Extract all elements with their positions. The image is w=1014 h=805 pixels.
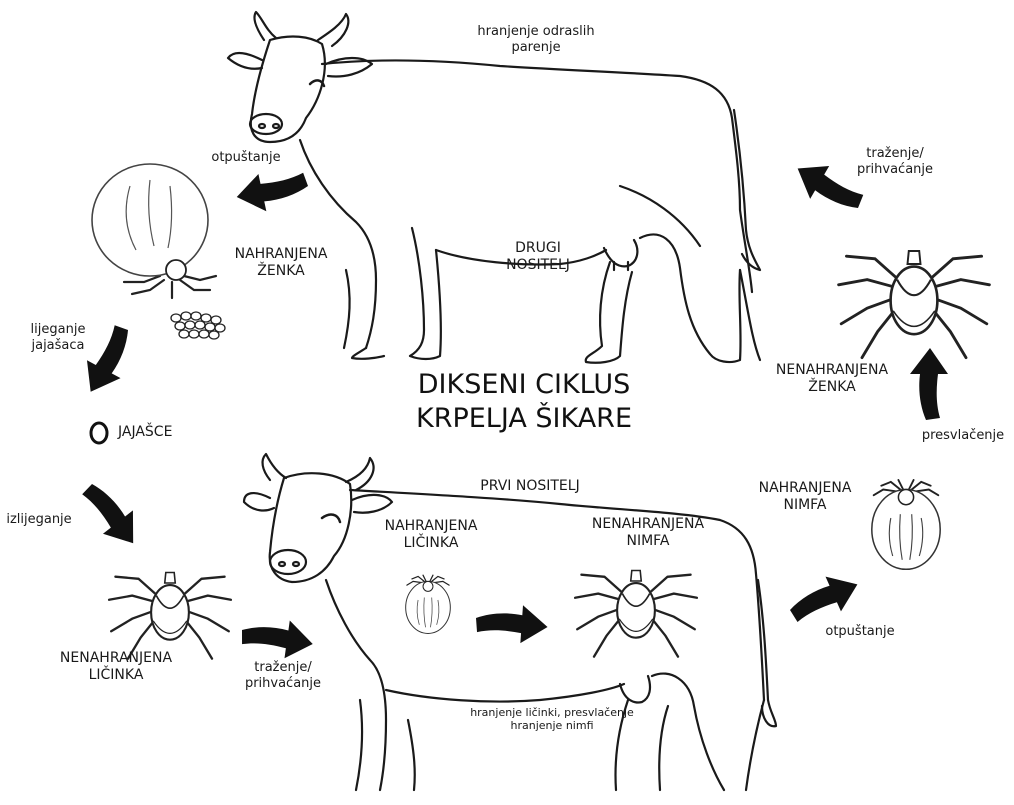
unfed-larva-tick (109, 573, 231, 659)
egg-illustration (91, 423, 107, 443)
unfed-larva-label: NENAHRANJENA LIČINKA (36, 650, 196, 684)
second-host-cow (228, 12, 760, 363)
questing-top-label: traženje/ prihvaćanje (840, 146, 950, 177)
molting-label: presvlačenje (914, 428, 1012, 444)
first-host-label: PRVI NOSITELJ (450, 478, 610, 495)
arrow-larva-to-nymph (474, 602, 548, 645)
drop-off-top-label: otpuštanje (196, 150, 296, 166)
arrow-questing-bottom (239, 614, 316, 662)
fed-nymph-tick (872, 480, 940, 569)
adult-feeding-label: hranjenje odraslih parenje (446, 24, 626, 55)
second-host-label: DRUGI NOSITELJ (468, 240, 608, 274)
drop-off-right-label: otpuštanje (810, 624, 910, 640)
fed-female-label: NAHRANJENA ŽENKA (216, 246, 346, 280)
arrow-hatching (75, 474, 149, 554)
arrow-drop-off-right (783, 566, 864, 630)
unfed-nymph-tick (575, 571, 697, 657)
unfed-nymph-label: NENAHRANJENA NIMFA (568, 516, 728, 550)
egg-cluster (171, 312, 225, 339)
fed-nymph-label: NAHRANJENA NIMFA (740, 480, 870, 514)
fed-female-tick-illustration (92, 164, 216, 298)
egg-laying-label: lijeganje jajašaca (18, 322, 98, 353)
diagram-title: DIKSENI CIKLUS KRPELJA ŠIKARE (384, 368, 664, 436)
unfed-female-label: NENAHRANJENA ŽENKA (752, 362, 912, 396)
arrow-drop-off-top (233, 164, 311, 216)
hatching-label: izlijeganje (4, 512, 74, 528)
fed-larva-label: NAHRANJENA LIČINKA (366, 518, 496, 552)
unfed-female-tick (839, 251, 990, 358)
arrow-molting (910, 348, 948, 420)
egg-label: JAJAŠCE (118, 424, 208, 441)
questing-bottom-label: traženje/ prihvaćanje (228, 660, 338, 691)
larva-nymph-feeding-label: hranjenje ličinki, presvlačenje hranjenj… (440, 706, 664, 732)
fed-larva-tick (406, 575, 451, 633)
